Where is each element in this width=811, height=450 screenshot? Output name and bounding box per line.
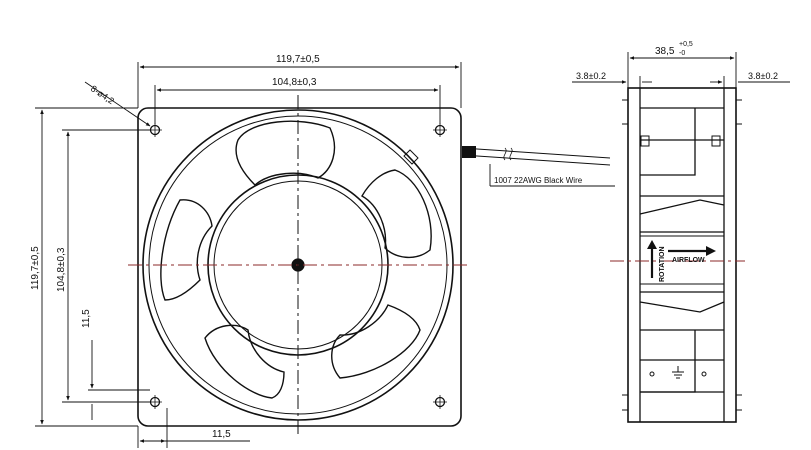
mounting-holes: [148, 123, 447, 409]
airflow-label: AIRFLOW: [672, 257, 705, 264]
fan-blade: [204, 324, 285, 399]
fan-blade: [331, 304, 421, 379]
depth-tolerance-plus: +0,5: [679, 41, 693, 48]
fan-blade: [160, 199, 213, 301]
hole-spacing-width-label: 104,8±0,3: [272, 77, 317, 88]
mounting-hole-callout-label: 8-ø4,2: [89, 83, 116, 106]
airflow-arrow: [668, 246, 716, 256]
rotation-label: ROTATION: [659, 246, 666, 282]
fan-blade: [361, 169, 432, 258]
front-dimensions: [35, 62, 615, 448]
overall-height-label: 119,7±0,5: [30, 246, 41, 290]
side-dimensions: [572, 52, 790, 88]
fan-blades: [160, 120, 432, 399]
wire-callout-label: 1007 22AWG Black Wire: [494, 176, 583, 185]
front-view: [137, 107, 611, 427]
front-centerlines: [128, 95, 470, 436]
flange-left-label: 3.8±0.2: [576, 71, 606, 81]
side-body-outline: [627, 87, 737, 423]
depth-value-label: 38,5: [655, 46, 675, 57]
flange-right-label: 3.8±0.2: [748, 71, 778, 81]
hole-edge-offset-vertical-label: 11,5: [81, 309, 92, 328]
rotation-arrow: [647, 240, 657, 278]
hole-edge-offset-horizontal-label: 11,5: [212, 429, 231, 440]
fan-frame-outline: [137, 107, 462, 427]
depth-tolerance-minus: -0: [679, 50, 685, 57]
side-label-band: [639, 235, 725, 285]
lead-wire: [403, 146, 611, 166]
overall-width-label: 119,7±0,5: [276, 54, 320, 65]
side-view: [622, 87, 742, 423]
hole-spacing-height-label: 104,8±0,3: [56, 247, 67, 292]
fan-blade: [235, 120, 336, 186]
